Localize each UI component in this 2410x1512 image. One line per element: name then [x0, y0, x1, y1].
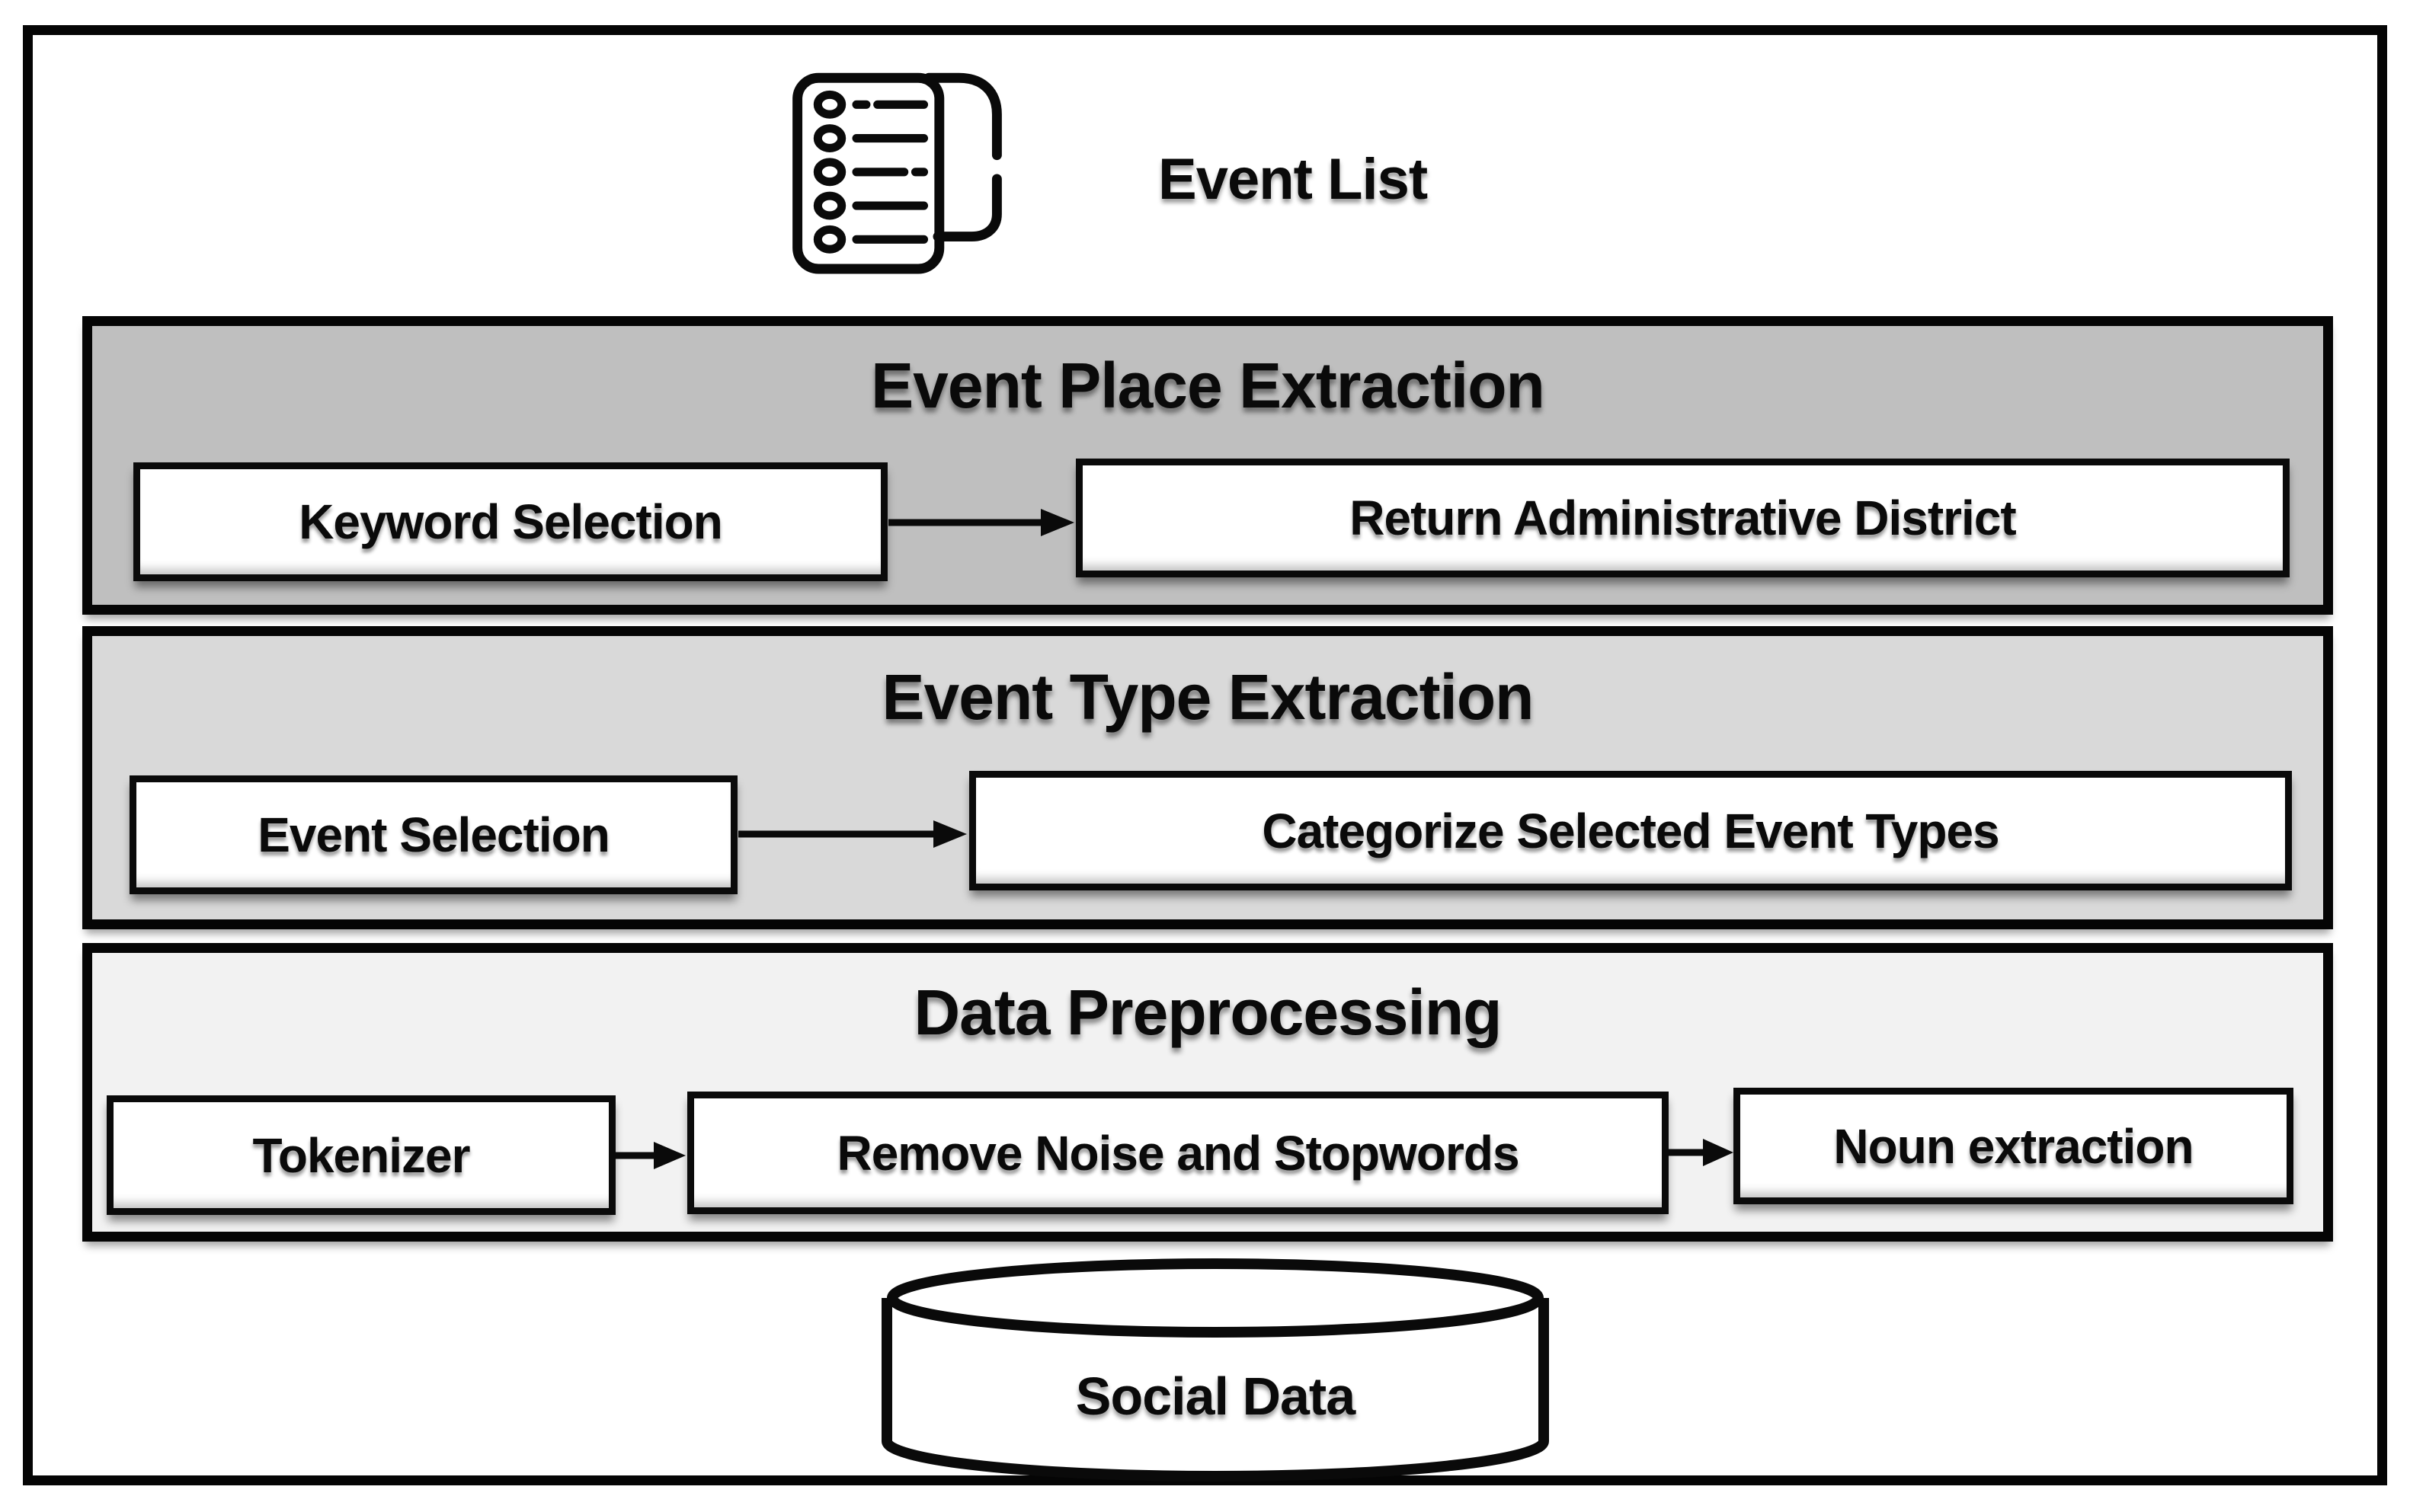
database-cylinder-icon [882, 1258, 1549, 1482]
social-data-datastore: Social Data [876, 1258, 1554, 1484]
box-event-selection: Event Selection [130, 775, 738, 894]
event-list-label: Event List [1158, 146, 1428, 212]
arrow-keyword-to-district-icon [888, 506, 1076, 539]
event-list-icon [792, 72, 1002, 274]
box-return-administrative-district: Return Administrative District [1076, 459, 2290, 577]
section-title-event-type-extraction: Event Type Extraction [882, 661, 1534, 733]
box-remove-noise-and-stopwords: Remove Noise and Stopwords [687, 1092, 1669, 1214]
box-keyword-selection: Keyword Selection [133, 462, 888, 581]
arrow-selection-to-categorize-icon [738, 817, 968, 851]
arrow-remove-to-noun-icon [1668, 1136, 1735, 1169]
event-list-header: Event List [785, 65, 1428, 293]
section-title-event-place-extraction: Event Place Extraction [871, 350, 1545, 421]
box-tokenizer: Tokenizer [107, 1095, 616, 1215]
arrow-tokenizer-to-remove-icon [614, 1139, 687, 1172]
box-categorize-selected-event-types: Categorize Selected Event Types [969, 771, 2292, 890]
social-data-label: Social Data [1075, 1367, 1355, 1426]
section-title-data-preprocessing: Data Preprocessing [914, 977, 1503, 1048]
box-noun-extraction: Noun extraction [1733, 1088, 2293, 1204]
